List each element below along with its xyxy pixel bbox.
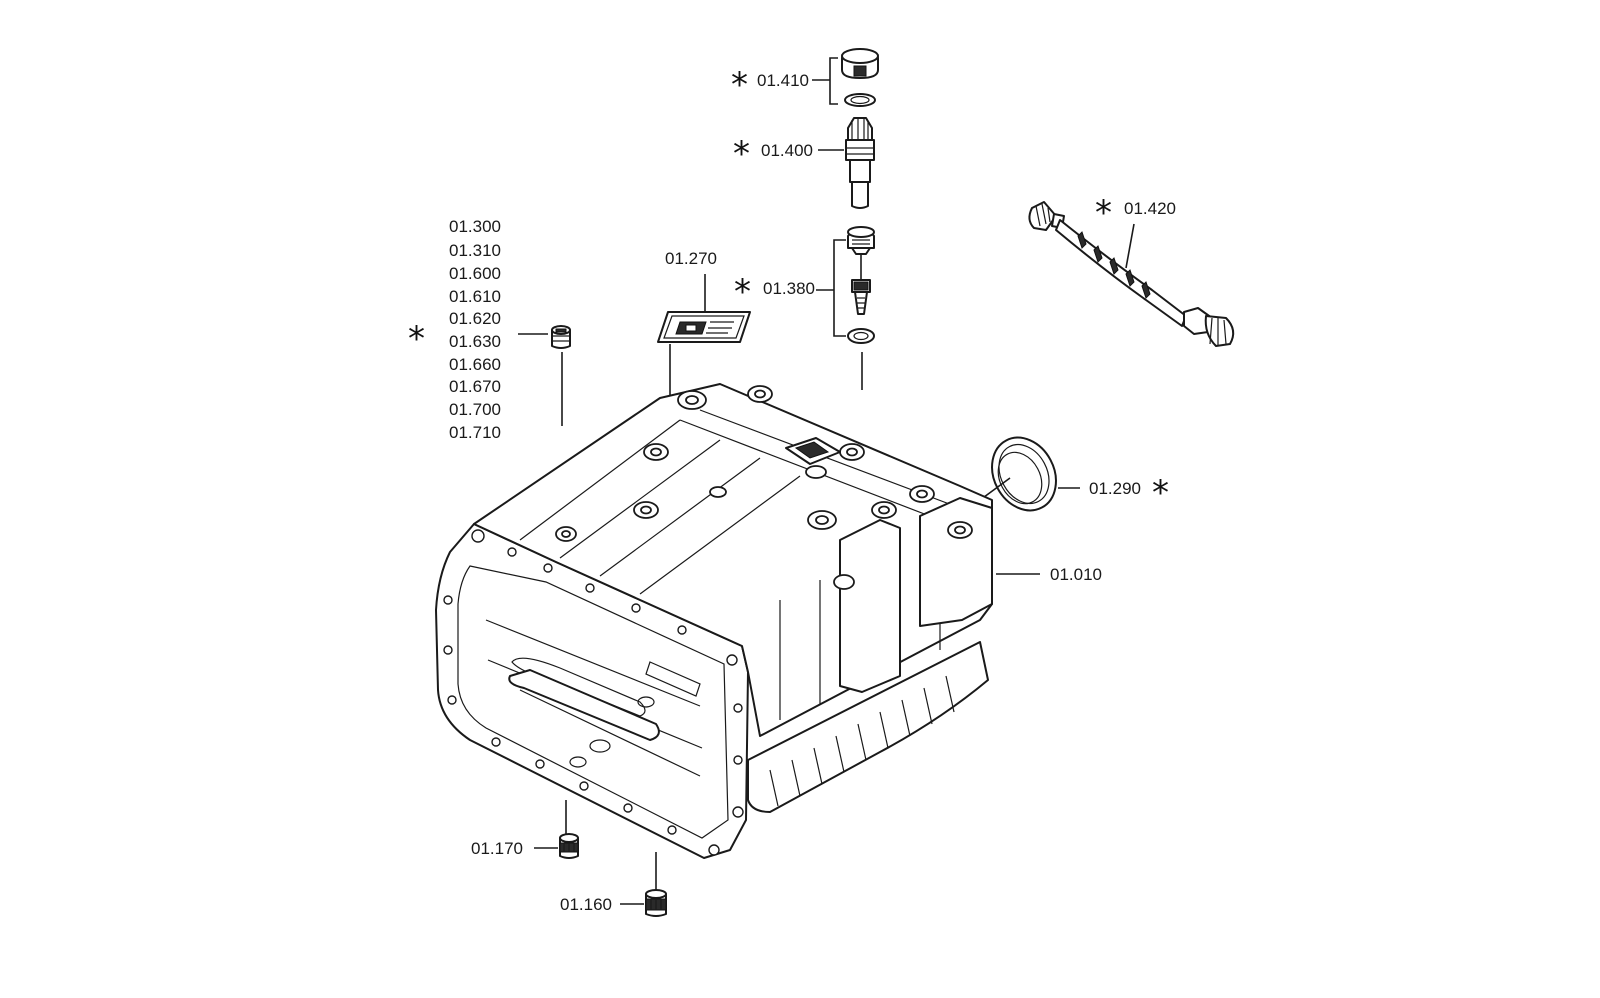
asterisk-group: * — [408, 319, 425, 359]
group-label-5[interactable]: 01.620 — [449, 309, 501, 328]
leader-01-420 — [1125, 223, 1135, 269]
label-01-410[interactable]: 01.410 — [757, 71, 809, 90]
part-01-420-cable[interactable] — [1028, 201, 1235, 347]
part-group-plug[interactable] — [551, 325, 571, 349]
group-label-9[interactable]: 01.700 — [449, 400, 501, 419]
bracket-01-410 — [812, 57, 838, 105]
part-01-410-cap[interactable] — [841, 48, 879, 79]
part-01-270-nameplate[interactable] — [657, 311, 751, 343]
group-label-8[interactable]: 01.670 — [449, 377, 501, 396]
part-01-380-fitting[interactable] — [847, 226, 875, 315]
group-label-6[interactable]: 01.630 — [449, 332, 501, 351]
label-01-290[interactable]: 01.290 — [1089, 479, 1141, 498]
group-label-2[interactable]: 01.310 — [449, 241, 501, 260]
group-label-10[interactable]: 01.710 — [449, 423, 501, 442]
label-group-stack: 01.300 01.310 01.600 01.610 01.620 01.63… — [449, 217, 501, 442]
label-01-160[interactable]: 01.160 — [560, 895, 612, 914]
part-01-010-housing[interactable] — [435, 383, 993, 859]
label-01-170[interactable]: 01.170 — [471, 839, 523, 858]
part-01-400-sensor[interactable] — [845, 117, 875, 209]
label-01-420[interactable]: 01.420 — [1124, 199, 1176, 218]
bracket-01-380 — [816, 239, 846, 337]
label-01-270[interactable]: 01.270 — [665, 249, 717, 268]
asterisk-01-420: * — [1095, 193, 1112, 233]
part-01-380-washer[interactable] — [847, 328, 875, 344]
part-01-160-plug[interactable] — [645, 889, 667, 917]
group-label-4[interactable]: 01.610 — [449, 287, 501, 306]
label-01-380[interactable]: 01.380 — [763, 279, 815, 298]
asterisk-01-400: * — [733, 134, 750, 174]
label-01-400[interactable]: 01.400 — [761, 141, 813, 160]
label-01-010[interactable]: 01.010 — [1050, 565, 1102, 584]
asterisk-01-410: * — [731, 65, 748, 105]
group-label-7[interactable]: 01.660 — [449, 355, 501, 374]
group-label-3[interactable]: 01.600 — [449, 264, 501, 283]
part-01-410-washer[interactable] — [844, 93, 876, 107]
asterisk-01-290: * — [1152, 473, 1169, 513]
asterisk-01-380: * — [734, 272, 751, 312]
part-01-290-seal[interactable] — [980, 426, 1069, 521]
group-label-1[interactable]: 01.300 — [449, 217, 501, 236]
part-01-170-plug[interactable] — [559, 833, 579, 859]
